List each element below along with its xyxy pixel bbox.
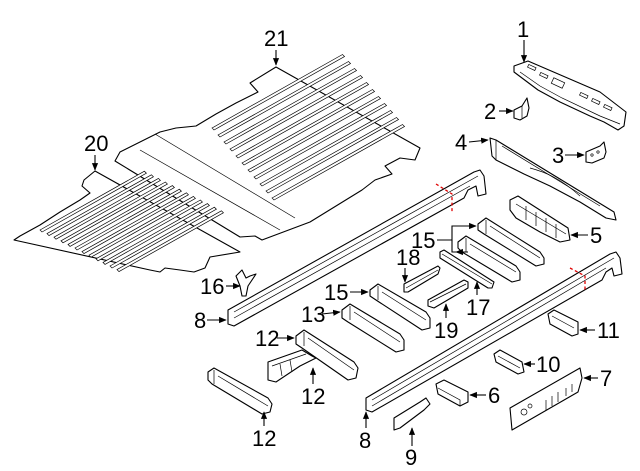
callout-12-lower: 12 <box>252 426 276 451</box>
callout-8-lower: 8 <box>359 428 371 453</box>
floor-rib <box>259 110 394 187</box>
part-17-strip[interactable] <box>439 249 495 289</box>
callout-16: 16 <box>200 274 224 299</box>
floor-rib <box>67 185 175 247</box>
callout-8-upper: 8 <box>194 308 206 333</box>
part-16-bracket[interactable] <box>235 269 257 297</box>
callout-7: 7 <box>600 366 612 391</box>
part-12-lower-crossmember[interactable] <box>207 367 273 415</box>
cut-line-lower-rail <box>569 267 586 292</box>
part-12-upper-crossmember[interactable] <box>295 329 359 381</box>
floor-rib <box>46 174 154 237</box>
floor-rib <box>223 68 358 145</box>
callout-21: 21 <box>264 26 288 51</box>
callout-13: 12 <box>301 384 325 409</box>
floor-rib <box>39 170 147 233</box>
floor-rib <box>60 181 168 244</box>
callout-11: 11 <box>597 318 620 343</box>
floor-rib <box>53 177 161 240</box>
floor-rib <box>102 203 210 265</box>
callout-5: 5 <box>590 223 602 248</box>
part-15-crossmember-c[interactable] <box>369 283 431 331</box>
floor-rib <box>88 195 196 258</box>
floor-rib <box>253 103 388 180</box>
part-2-bracket[interactable] <box>513 97 530 121</box>
part-1-rear-crossmember[interactable] <box>513 60 627 131</box>
floor-rib <box>247 96 382 173</box>
part-8-upper-side-rail[interactable] <box>227 169 487 327</box>
floor-rib <box>95 199 203 262</box>
part-10-reinforcement[interactable] <box>493 349 525 375</box>
callout-2: 2 <box>484 99 496 124</box>
part-8-lower-side-rail[interactable] <box>365 251 623 413</box>
floor-rib <box>265 117 400 194</box>
part-21-rear-floor-pan[interactable] <box>114 54 421 241</box>
part-9-bracket[interactable] <box>393 397 431 431</box>
floor-rib <box>241 89 376 166</box>
callout-1: 1 <box>517 17 529 42</box>
floor-rib <box>81 192 189 255</box>
part-11-reinforcement[interactable] <box>547 309 579 337</box>
callout-17: 17 <box>466 295 490 320</box>
floor-rib <box>229 75 364 152</box>
callout-19: 19 <box>434 318 458 343</box>
floor-rib <box>211 54 346 131</box>
cut-line-upper-rail <box>435 183 453 212</box>
callout-12-upper: 12 <box>255 326 279 351</box>
callout-3: 3 <box>552 143 564 168</box>
part-4-crossmember[interactable] <box>489 137 617 221</box>
part-5-reinforcement[interactable] <box>509 195 571 243</box>
part-13-bracket[interactable] <box>267 349 317 383</box>
floor-rib <box>74 188 182 251</box>
callout-4: 4 <box>455 130 467 155</box>
floor-rib <box>217 61 352 138</box>
part-20-front-floor-pan[interactable] <box>13 170 241 273</box>
callout-9: 9 <box>405 445 417 470</box>
callout-15-middle: 15 <box>324 280 348 305</box>
floor-rib <box>271 124 406 201</box>
leader-lines <box>91 40 598 446</box>
part-14-crossmember[interactable] <box>341 303 405 353</box>
part-3-bracket[interactable] <box>585 141 607 164</box>
floor-rib <box>235 82 370 159</box>
part-7-floor-panel[interactable] <box>509 367 583 431</box>
part-15-crossmember-a[interactable] <box>477 217 545 267</box>
callout-14: 13 <box>301 302 325 327</box>
part-19-bracket[interactable] <box>427 279 469 309</box>
callout-20: 20 <box>84 131 108 156</box>
floor-rib <box>116 210 224 273</box>
part-18-bracket[interactable] <box>403 265 441 293</box>
callout-labels: 21 20 1 2 3 4 5 15 18 17 19 15 13 12 12 … <box>84 17 620 470</box>
callout-18: 18 <box>396 245 420 270</box>
part-6-reinforcement[interactable] <box>435 379 469 407</box>
floor-rib <box>109 206 217 269</box>
callout-10: 10 <box>536 352 560 377</box>
callout-6: 6 <box>488 383 500 408</box>
callout-15-upper: 15 <box>411 228 435 253</box>
